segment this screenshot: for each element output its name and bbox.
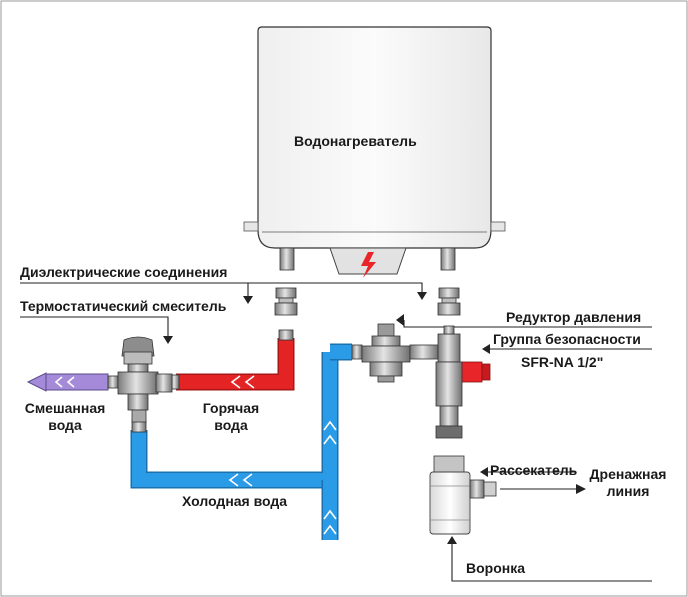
- dielectric-connections-label: Диэлектрические соединения: [20, 264, 228, 280]
- hot-water-label: Горячая вода: [195, 400, 267, 434]
- drain-line-label-line2: линия: [606, 483, 650, 499]
- hot-water-label-line2: вода: [214, 417, 248, 433]
- thermostatic-mixer-label: Термостатический смеситель: [20, 298, 227, 314]
- cold-water-label: Холодная вода: [182, 493, 288, 509]
- mixed-water-label-line2: вода: [48, 417, 82, 433]
- dielectric-coupling-right: [437, 287, 461, 316]
- mixed-water-label-line1: Смешанная: [24, 400, 106, 416]
- safety-group-label: Группа безопасности: [493, 331, 641, 347]
- hot-water-pipe: [169, 329, 295, 391]
- hot-water-flow-arrows: [230, 375, 255, 389]
- mixed-water-label: Смешанная вода: [20, 400, 110, 434]
- water-heater: [243, 26, 506, 275]
- cold-water-pipe: [130, 343, 363, 540]
- diffuser-label: Рассекатель: [490, 462, 578, 478]
- lightning-icon: [361, 252, 376, 278]
- cold-water-flow-arrows: [228, 420, 337, 535]
- safety-group-model-label: SFR-NA 1/2": [521, 354, 604, 370]
- mixed-water-flow-arrows: [54, 376, 75, 388]
- drain-funnel: [429, 455, 497, 535]
- safety-group: [409, 325, 491, 439]
- dielectric-coupling-left: [274, 287, 298, 316]
- water-heater-label: Водонагреватель: [294, 133, 417, 149]
- hot-water-label-line1: Горячая: [202, 400, 260, 416]
- funnel-label: Воронка: [466, 560, 526, 576]
- drain-line-label: Дренажная линия: [586, 466, 670, 500]
- pressure-reducer-label: Редуктор давления: [506, 309, 642, 325]
- pressure-reducer: [361, 323, 411, 383]
- mixed-water-pipe: [26, 372, 119, 392]
- thermostatic-mixer: [117, 336, 173, 423]
- drain-line-label-line1: Дренажная: [589, 466, 667, 482]
- leader-arrowheads: [163, 292, 586, 544]
